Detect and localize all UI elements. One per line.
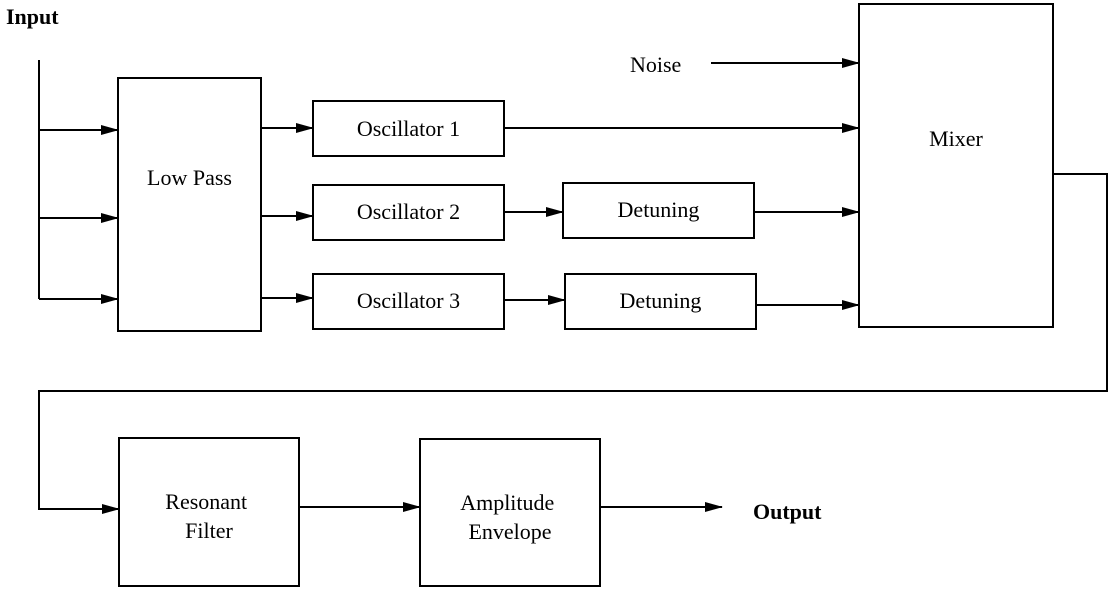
input-label: Input xyxy=(6,4,59,29)
noise-label: Noise xyxy=(630,52,681,77)
detuning-2-block: Detuning xyxy=(562,182,755,239)
detuning-3-label: Detuning xyxy=(620,288,702,313)
low-pass-block: Low Pass xyxy=(117,77,262,332)
amplitude-envelope-label: Amplitude Envelope xyxy=(460,490,560,544)
low-pass-label: Low Pass xyxy=(147,165,232,190)
oscillator-2-label: Oscillator 2 xyxy=(357,199,460,224)
amplitude-envelope-label-line-2: Envelope xyxy=(468,519,551,544)
oscillator-1-block: Oscillator 1 xyxy=(312,100,505,157)
resonant-filter-label-line-1: Resonant xyxy=(165,489,247,514)
oscillator-3-label: Oscillator 3 xyxy=(357,288,460,313)
mixer-label: Mixer xyxy=(929,126,983,151)
oscillator-2-block: Oscillator 2 xyxy=(312,184,505,241)
mixer-to-resonant-filter-wire xyxy=(38,173,1108,514)
oscillator-1-label: Oscillator 1 xyxy=(357,116,460,141)
resonant-filter-label-line-2: Filter xyxy=(185,518,233,543)
detuning-2-label: Detuning xyxy=(618,197,700,222)
detuning-3-block: Detuning xyxy=(564,273,757,330)
oscillator-3-block: Oscillator 3 xyxy=(312,273,505,330)
amplitude-envelope-block: Amplitude Envelope xyxy=(419,438,601,587)
resonant-filter-block: Resonant Filter xyxy=(118,437,300,587)
amplitude-envelope-label-line-1: Amplitude xyxy=(460,490,554,515)
mixer-block: Mixer xyxy=(858,3,1054,328)
output-label: Output xyxy=(753,499,822,524)
resonant-filter-label: Resonant Filter xyxy=(165,489,252,543)
